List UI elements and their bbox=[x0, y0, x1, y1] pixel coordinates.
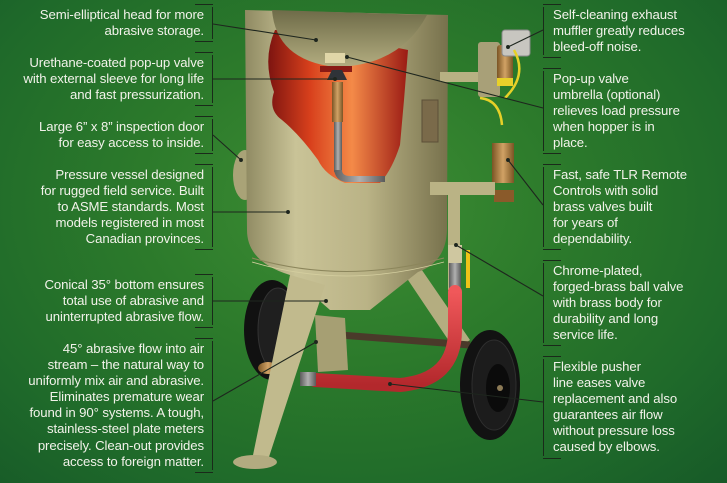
front-leg-foot bbox=[233, 455, 277, 469]
semi-elliptical-head bbox=[272, 10, 427, 67]
callout-line: Urethane-coated pop-up valve bbox=[29, 55, 204, 70]
callout-line: umbrella (optional) bbox=[553, 87, 661, 103]
callout-pusher-line: Flexible pusher line eases valve replace… bbox=[543, 356, 678, 459]
callout-line: access to foreign matter. bbox=[62, 453, 204, 469]
callout-line: dependability. bbox=[553, 231, 633, 247]
callout-line: Pressure vessel designed bbox=[55, 167, 204, 182]
callout-line: to ASME standards. Most bbox=[57, 199, 205, 215]
popup-valve-umbrella-body bbox=[478, 42, 500, 97]
callout-line: brass valves built bbox=[553, 199, 653, 215]
callout-pressure-vessel: Pressure vessel designed for rugged fiel… bbox=[40, 163, 214, 251]
callout-line: when hopper is in bbox=[553, 119, 655, 135]
upper-pipe bbox=[440, 72, 480, 82]
callout-line: service life. bbox=[553, 327, 618, 343]
callout-ball-valve: Chrome-plated, forged-brass ball valve w… bbox=[543, 259, 684, 347]
ball-valve bbox=[448, 245, 462, 263]
callout-line: Chrome-plated, bbox=[553, 263, 643, 278]
callout-line: precisely. Clean-out provides bbox=[37, 437, 204, 453]
callout-line: caused by elbows. bbox=[553, 439, 660, 455]
air-inlet-pipe bbox=[334, 122, 342, 172]
callout-line: stream – the natural way to bbox=[47, 357, 204, 373]
lower-pipe bbox=[430, 182, 495, 290]
callout-line: for years of bbox=[553, 215, 618, 231]
popup-valve-head bbox=[327, 70, 347, 80]
callout-line: Eliminates premature wear bbox=[49, 389, 204, 405]
ball-valve-handle bbox=[466, 250, 470, 288]
callout-line: Pop-up valve bbox=[553, 71, 629, 86]
callout-line: Large 6” x 8” inspection door bbox=[39, 119, 204, 134]
callout-line: bleed-off noise. bbox=[553, 39, 642, 55]
callout-line: abrasive storage. bbox=[104, 23, 205, 39]
popup-valve-sleeve bbox=[332, 82, 343, 122]
callout-line: and fast pressurization. bbox=[70, 87, 204, 103]
callout-line: Controls with solid bbox=[553, 183, 659, 199]
callout-line: total use of abrasive and bbox=[62, 293, 204, 309]
callout-popup-valve-umbrella: Pop-up valve umbrella (optional) relieve… bbox=[543, 67, 680, 155]
callout-tlr-remote-controls: Fast, safe TLR Remote Controls with soli… bbox=[543, 163, 687, 251]
callout-line: Self-cleaning exhaust bbox=[553, 7, 677, 22]
tlr-remote-control-valve bbox=[492, 143, 514, 183]
callout-line: uniformly mix air and abrasive. bbox=[28, 373, 204, 389]
popup-valve-flange bbox=[325, 53, 345, 63]
callout-line: found in 90° systems. A tough, bbox=[29, 405, 204, 421]
callout-line: stainless-steel plate meters bbox=[47, 421, 204, 437]
front-leg bbox=[252, 275, 325, 460]
callout-line: place. bbox=[553, 135, 588, 151]
callout-exhaust-muffler: Self-cleaning exhaust muffler greatly re… bbox=[543, 3, 685, 59]
callout-line: Conical 35° bottom ensures bbox=[44, 277, 204, 292]
callout-line: replacement and also bbox=[553, 391, 678, 407]
callout-line: for rugged field service. Built bbox=[40, 183, 204, 199]
right-wheel bbox=[460, 330, 520, 440]
callout-inspection-door: Large 6” x 8” inspection door for easy a… bbox=[39, 115, 213, 155]
callout-line: durability and long bbox=[553, 311, 659, 327]
flexible-pusher-line bbox=[308, 285, 462, 393]
callout-abrasive-flow: 45° abrasive flow into air stream – the … bbox=[28, 338, 213, 473]
control-line-yellow bbox=[504, 49, 521, 99]
nameplate bbox=[421, 99, 439, 143]
abrasive-metering-valve bbox=[315, 315, 348, 372]
callout-conical-bottom: Conical 35° bottom ensures total use of … bbox=[44, 273, 213, 329]
callout-line: guarantees air flow bbox=[553, 407, 663, 423]
callout-line: 45° abrasive flow into air bbox=[62, 341, 204, 356]
callout-line: without pressure loss bbox=[553, 423, 675, 439]
callout-line: line eases valve bbox=[553, 375, 646, 391]
callout-line: for easy access to inside. bbox=[58, 135, 205, 151]
callout-line: with external sleeve for long life bbox=[23, 71, 204, 87]
callout-line: with brass body for bbox=[553, 295, 662, 311]
callout-semi-elliptical-head: Semi-elliptical head for more abrasive s… bbox=[39, 3, 214, 43]
callout-popup-valve: Urethane-coated pop-up valve with extern… bbox=[23, 51, 213, 107]
callout-line: Semi-elliptical head for more bbox=[39, 7, 204, 22]
callout-line: Canadian provinces. bbox=[85, 231, 204, 247]
callout-line: Fast, safe TLR Remote bbox=[553, 167, 687, 182]
callout-line: models registered in most bbox=[55, 215, 205, 231]
callout-line: relieves load pressure bbox=[553, 103, 680, 119]
callout-line: forged-brass ball valve bbox=[553, 279, 684, 295]
leader-lines bbox=[212, 23, 544, 403]
callout-line: muffler greatly reduces bbox=[553, 23, 685, 39]
callout-line: uninterrupted abrasive flow. bbox=[45, 309, 205, 325]
callout-line: Flexible pusher bbox=[553, 359, 641, 374]
